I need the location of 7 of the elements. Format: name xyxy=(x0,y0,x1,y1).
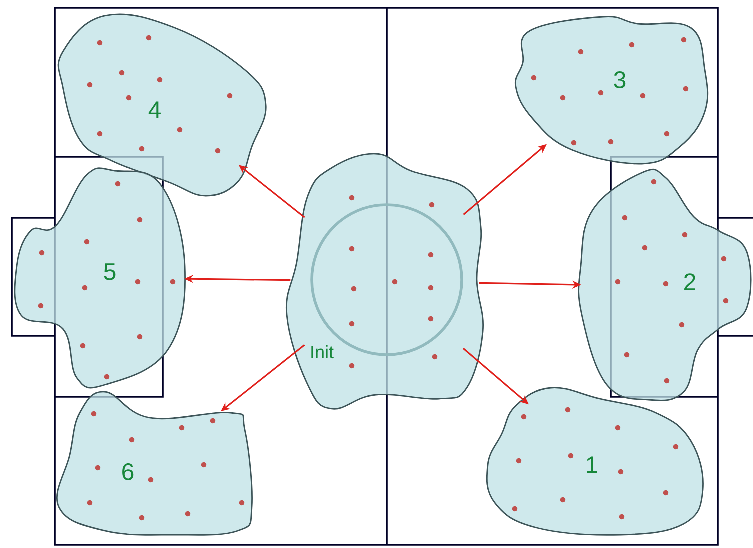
cluster-region: 3 xyxy=(514,16,709,165)
cluster-region: Init xyxy=(286,153,484,410)
cluster-region: 4 xyxy=(58,14,267,197)
cluster-region: 5 xyxy=(14,168,186,389)
cluster-region: 2 xyxy=(578,168,752,402)
cluster-region: 1 xyxy=(486,387,704,536)
cluster-region: 6 xyxy=(56,391,253,536)
